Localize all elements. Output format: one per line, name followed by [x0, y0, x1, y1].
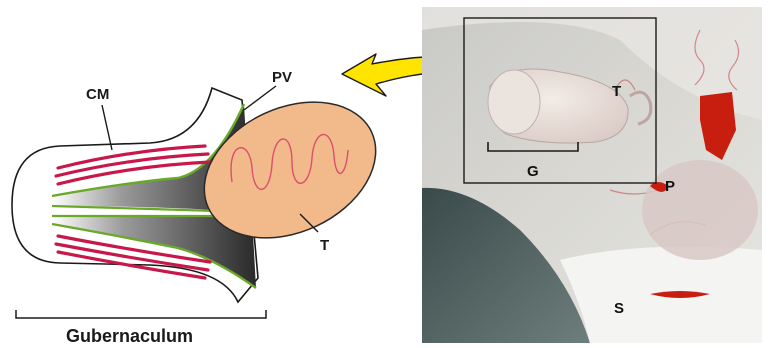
- pv-leader-line: [244, 86, 276, 110]
- dissection-photo: T G P S: [422, 7, 762, 343]
- gubernaculum-label: Gubernaculum: [66, 326, 193, 346]
- pv-label: PV: [272, 69, 292, 86]
- gubernaculum-schematic: CM PV T Gubernaculum: [12, 69, 398, 346]
- testis-label: T: [320, 237, 329, 254]
- photo-p-label: P: [665, 178, 675, 195]
- cm-leader-line: [102, 105, 112, 150]
- photo-s-label: S: [614, 300, 624, 317]
- photo-g-label: G: [527, 163, 539, 180]
- gubernaculum-bracket: [16, 310, 266, 318]
- photo-t-label: T: [612, 83, 621, 100]
- cm-label: CM: [86, 86, 109, 103]
